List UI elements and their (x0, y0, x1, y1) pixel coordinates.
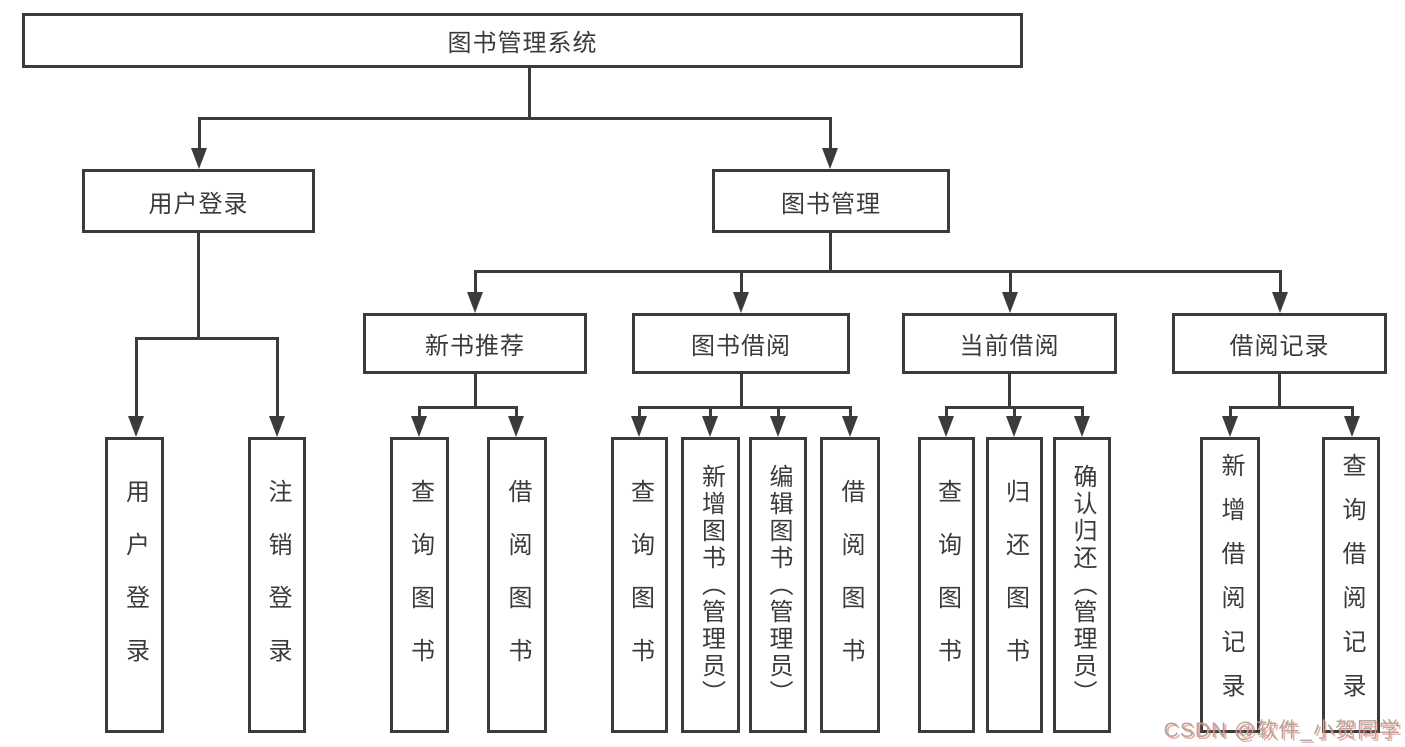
connector-group2-rail (638, 406, 851, 409)
leaf-query-book-3-label: 查询图书 (933, 479, 961, 691)
arrow-down-icon (128, 337, 144, 437)
leaf-query-borrow-record-label: 查询借阅记录 (1338, 453, 1365, 717)
leaf-borrow-book-2: 借阅图书 (820, 437, 880, 733)
arrow-down-icon (702, 406, 718, 437)
node-current-borrow: 当前借阅 (902, 313, 1117, 374)
connector-group1-stem (474, 374, 477, 409)
leaf-query-borrow-record: 查询借阅记录 (1322, 437, 1380, 733)
connector-group2-stem (740, 374, 743, 409)
node-book-borrow: 图书借阅 (632, 313, 850, 374)
leaf-query-book-1-label: 查询图书 (406, 479, 434, 691)
connector-book-mgmt-stem (829, 233, 832, 273)
arrow-down-icon (508, 406, 524, 437)
arrow-down-icon (269, 337, 285, 437)
leaf-add-book-admin: 新增图书（管理员） (681, 437, 740, 733)
connector-group1-rail (418, 406, 518, 409)
leaf-add-borrow-record: 新增借阅记录 (1200, 437, 1260, 733)
node-borrow-record: 借阅记录 (1172, 313, 1387, 374)
leaf-confirm-return-admin-label: 确认归还（管理员） (1069, 463, 1096, 707)
arrow-down-icon (842, 406, 858, 437)
leaf-borrow-book-1-label: 借阅图书 (504, 479, 531, 691)
connector-group3-stem (1008, 374, 1011, 409)
node-borrow-record-label: 借阅记录 (1229, 333, 1330, 360)
leaf-add-book-admin-label: 新增图书（管理员） (697, 463, 725, 707)
arrow-down-icon (770, 406, 786, 437)
leaf-borrow-book-2-label: 借阅图书 (837, 479, 864, 691)
node-root-label: 图书管理系统 (447, 30, 598, 57)
leaf-confirm-return-admin: 确认归还（管理员） (1053, 437, 1111, 733)
leaf-logout: 注销登录 (248, 437, 306, 733)
connector-user-login-stem (197, 233, 200, 340)
leaf-user-login: 用户登录 (105, 437, 164, 733)
arrow-down-icon (411, 406, 427, 437)
arrow-down-icon (1222, 406, 1238, 437)
leaf-query-book-2: 查询图书 (611, 437, 668, 733)
connector-group4-rail (1229, 406, 1353, 409)
arrow-down-icon (1272, 270, 1288, 313)
connector-user-login-rail (135, 337, 279, 340)
arrow-down-icon (938, 406, 954, 437)
leaf-query-book-1: 查询图书 (390, 437, 449, 733)
arrow-down-icon (467, 270, 483, 313)
arrow-down-icon (1002, 270, 1018, 313)
leaf-user-login-label: 用户登录 (121, 479, 149, 691)
arrow-down-icon (822, 117, 838, 169)
node-current-borrow-label: 当前借阅 (959, 333, 1060, 360)
leaf-query-book-3: 查询图书 (918, 437, 975, 733)
arrow-down-icon (1074, 406, 1090, 437)
leaf-edit-book-admin: 编辑图书（管理员） (749, 437, 807, 733)
leaf-edit-book-admin-label: 编辑图书（管理员） (765, 463, 792, 707)
leaf-borrow-book-1: 借阅图书 (487, 437, 547, 733)
node-user-login: 用户登录 (82, 169, 315, 233)
arrow-down-icon (1006, 406, 1022, 437)
arrow-down-icon (1344, 406, 1360, 437)
connector-level1-rail (198, 117, 831, 120)
node-new-book-recommend: 新书推荐 (363, 313, 587, 374)
arrow-down-icon (191, 117, 207, 169)
leaf-query-book-2-label: 查询图书 (626, 479, 654, 691)
connector-group4-stem (1278, 374, 1281, 409)
arrow-down-icon (631, 406, 647, 437)
leaf-return-book-label: 归还图书 (1001, 479, 1029, 691)
node-new-book-recommend-label: 新书推荐 (425, 333, 525, 360)
node-book-borrow-label: 图书借阅 (691, 333, 791, 360)
connector-level3-rail (474, 270, 1281, 273)
leaf-add-borrow-record-label: 新增借阅记录 (1217, 453, 1244, 717)
node-user-login-label: 用户登录 (148, 190, 249, 218)
connector-root-stem (528, 68, 531, 118)
csdn-watermark: CSDN @软件_小贺同学 (1163, 719, 1401, 742)
leaf-return-book: 归还图书 (986, 437, 1043, 733)
node-book-management: 图书管理 (712, 169, 950, 233)
leaf-logout-label: 注销登录 (264, 479, 291, 691)
arrow-down-icon (733, 270, 749, 313)
node-book-management-label: 图书管理 (781, 190, 881, 218)
node-root: 图书管理系统 (22, 13, 1023, 68)
